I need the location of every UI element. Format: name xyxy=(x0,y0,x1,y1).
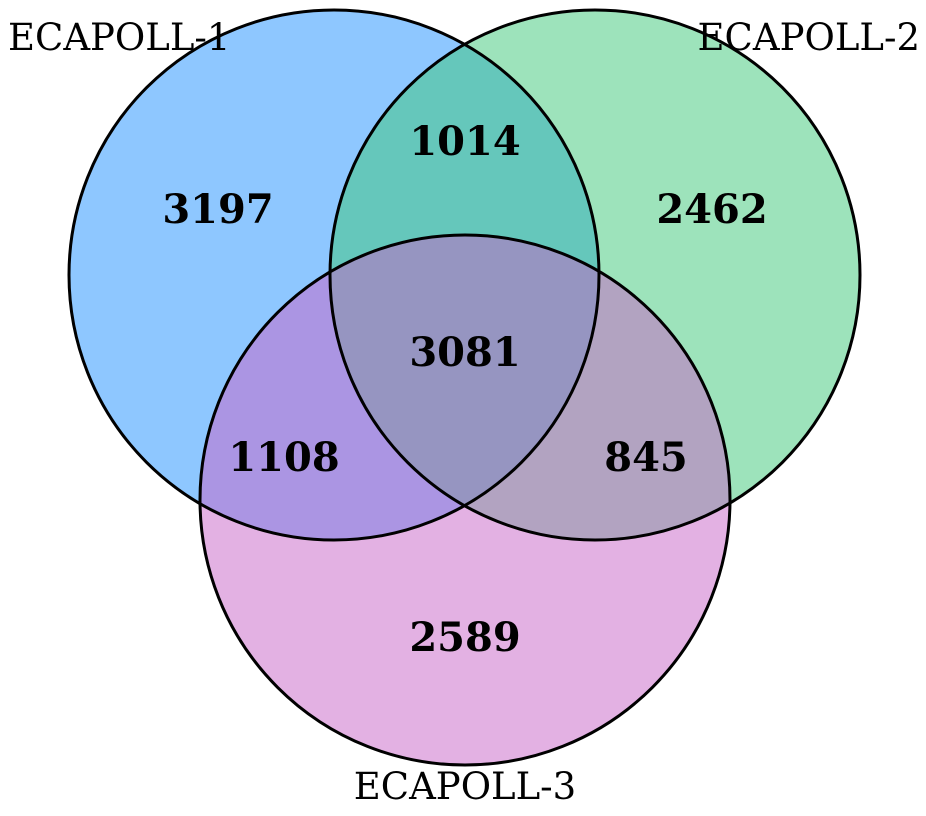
count-ecapoll-1-and-3: 1108 xyxy=(228,434,339,481)
count-ecapoll-2-and-3: 845 xyxy=(604,434,688,481)
circle-outlines xyxy=(67,8,862,767)
count-only-ecapoll-3: 2589 xyxy=(409,614,520,661)
count-all-three: 3081 xyxy=(409,329,520,376)
count-only-ecapoll-1: 3197 xyxy=(162,186,273,233)
region-counts: 3197 2462 2589 1014 1108 845 3081 xyxy=(162,118,767,661)
circle-outline-ecapoll-2 xyxy=(328,8,862,542)
set-label-ecapoll-2: ECAPOLL-2 xyxy=(698,16,920,59)
circle-fills xyxy=(69,10,860,765)
circle-fill-ecapoll-3 xyxy=(200,235,730,765)
circle-outline-ecapoll-3 xyxy=(198,233,732,767)
count-only-ecapoll-2: 2462 xyxy=(656,186,767,233)
set-label-ecapoll-1: ECAPOLL-1 xyxy=(8,16,230,59)
circle-outline-ecapoll-1 xyxy=(67,8,601,542)
set-label-ecapoll-3: ECAPOLL-3 xyxy=(354,765,576,808)
count-ecapoll-1-and-2: 1014 xyxy=(409,118,520,165)
